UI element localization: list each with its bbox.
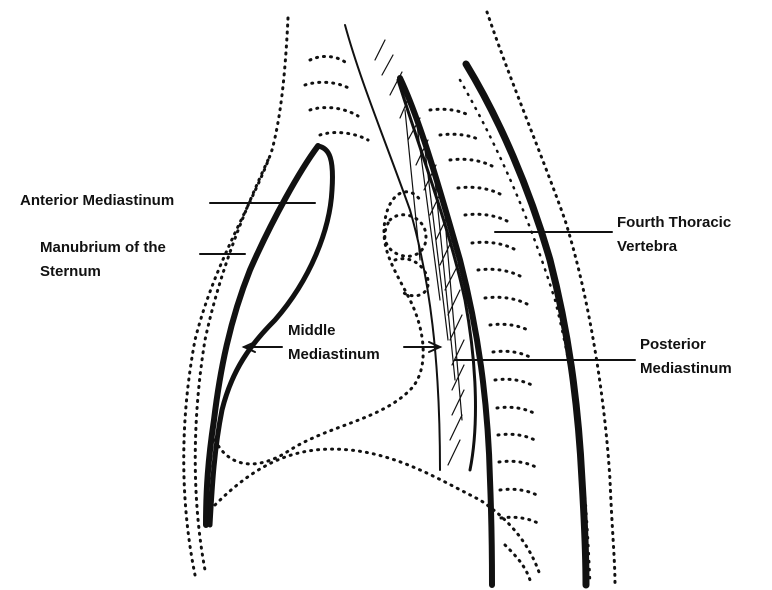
label-posterior-line2: Mediastinum: [640, 360, 732, 377]
vertebral-bodies: [428, 107, 542, 582]
spinal-column-anterior: [397, 75, 495, 588]
label-fourth-line2: Vertebra: [617, 238, 678, 255]
spinal-column-posterior: [462, 60, 590, 589]
trachea-left-edge: [344, 24, 441, 471]
label-fourth-thoracic-vertebra: Fourth Thoracic Vertebra: [617, 211, 731, 259]
label-manubrium-line1: Manubrium of the: [40, 239, 166, 256]
trachea-hatching: [374, 39, 465, 466]
posterior-body-outline: [485, 10, 617, 587]
label-posterior-mediastinum: Posterior Mediastinum: [640, 333, 732, 381]
manubrium-inner: [207, 143, 335, 528]
anterior-body-outline-inner: [193, 158, 270, 572]
label-anterior-mediastinum-text: Anterior Mediastinum: [20, 192, 175, 209]
label-middle-line2: Mediastinum: [288, 346, 380, 363]
label-middle-line1: Middle: [288, 322, 336, 339]
trachea-right-edge: [396, 78, 477, 472]
label-posterior-line1: Posterior: [640, 336, 706, 353]
label-manubrium-line2: Sternum: [40, 263, 101, 280]
label-middle-mediastinum: Middle Mediastinum: [288, 319, 380, 367]
manubrium-outer: [203, 143, 321, 528]
middle-mediastinum-arrows: [241, 341, 443, 353]
middle-mediastinum-outline: [213, 190, 425, 466]
central-dotted-structure: [383, 213, 430, 298]
label-manubrium-of-sternum: Manubrium of the Sternum: [40, 236, 166, 284]
label-anterior-mediastinum: Anterior Mediastinum: [20, 189, 174, 213]
anterior-body-outline: [182, 16, 290, 577]
label-fourth-line1: Fourth Thoracic: [617, 214, 732, 231]
